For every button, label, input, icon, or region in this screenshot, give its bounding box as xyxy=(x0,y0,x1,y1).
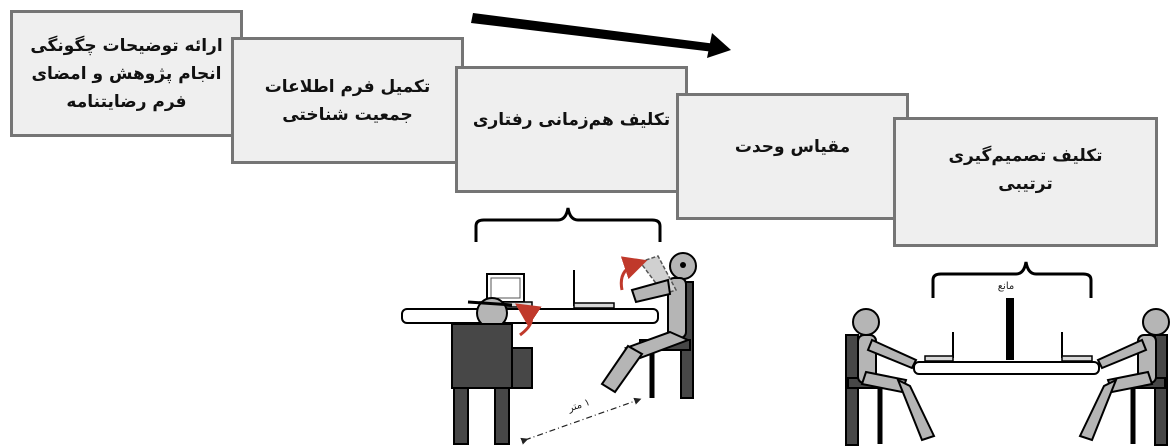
process-direction-arrow xyxy=(471,13,731,58)
step-label: مقیاس وحدت xyxy=(734,136,851,157)
step-label: ارائه توضیحات چگونگی انجام پژوهش و امضای… xyxy=(30,35,223,112)
barrier-label: مانع xyxy=(998,281,1015,292)
distance-label: ۱ متر xyxy=(566,397,592,415)
participant-back-view xyxy=(451,297,542,445)
step-box-unity-scale: مقیاس وحدت xyxy=(676,93,909,220)
step-box-synchrony-task: تکلیف هم‌زمانی رفتاری xyxy=(455,66,688,193)
participant-side-view xyxy=(600,252,697,399)
step-label: تکلیف تصمیم‌گیری ترتیبی xyxy=(948,146,1103,194)
synchrony-scene: ۱ متر xyxy=(401,252,697,445)
bracket-synchrony xyxy=(474,207,662,242)
step-label: تکلیف هم‌زمانی رفتاری xyxy=(472,109,671,130)
step-box-demographics: تکمیل فرم اطلاعات جمعیت شناختی xyxy=(231,37,464,164)
step-box-sequential-decision: تکلیف تصمیم‌گیری ترتیبی xyxy=(893,117,1158,247)
participant-right xyxy=(1078,308,1170,446)
step-label: تکمیل فرم اطلاعات جمعیت شناختی xyxy=(264,76,431,125)
decision-scene xyxy=(845,298,1170,446)
participant-left xyxy=(845,308,936,446)
step-box-consent: ارائه توضیحات چگونگی انجام پژوهش و امضای… xyxy=(10,10,243,137)
bracket-decision xyxy=(931,261,1093,298)
